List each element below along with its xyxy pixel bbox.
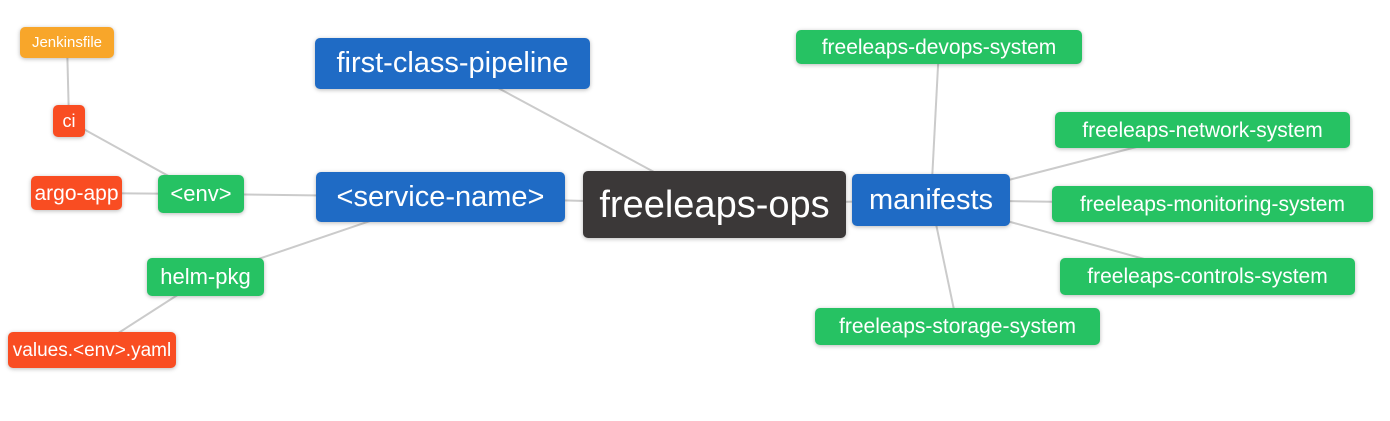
node-service-name[interactable]: <service-name> [316, 172, 565, 222]
node-freeleaps-ops[interactable]: freeleaps-ops [583, 171, 846, 238]
node-storage-system[interactable]: freeleaps-storage-system [815, 308, 1100, 345]
node-argo-app[interactable]: argo-app [31, 176, 122, 210]
node-env[interactable]: <env> [158, 175, 244, 213]
node-devops-system[interactable]: freeleaps-devops-system [796, 30, 1082, 64]
node-ci[interactable]: ci [53, 105, 85, 137]
node-controls-system[interactable]: freeleaps-controls-system [1060, 258, 1355, 295]
node-network-system[interactable]: freeleaps-network-system [1055, 112, 1350, 148]
node-helm-pkg[interactable]: helm-pkg [147, 258, 264, 296]
node-jenkinsfile[interactable]: Jenkinsfile [20, 27, 114, 58]
node-monitoring-system[interactable]: freeleaps-monitoring-system [1052, 186, 1373, 222]
node-first-class-pipeline[interactable]: first-class-pipeline [315, 38, 590, 89]
node-values-env-yaml[interactable]: values.<env>.yaml [8, 332, 176, 368]
node-manifests[interactable]: manifests [852, 174, 1010, 226]
